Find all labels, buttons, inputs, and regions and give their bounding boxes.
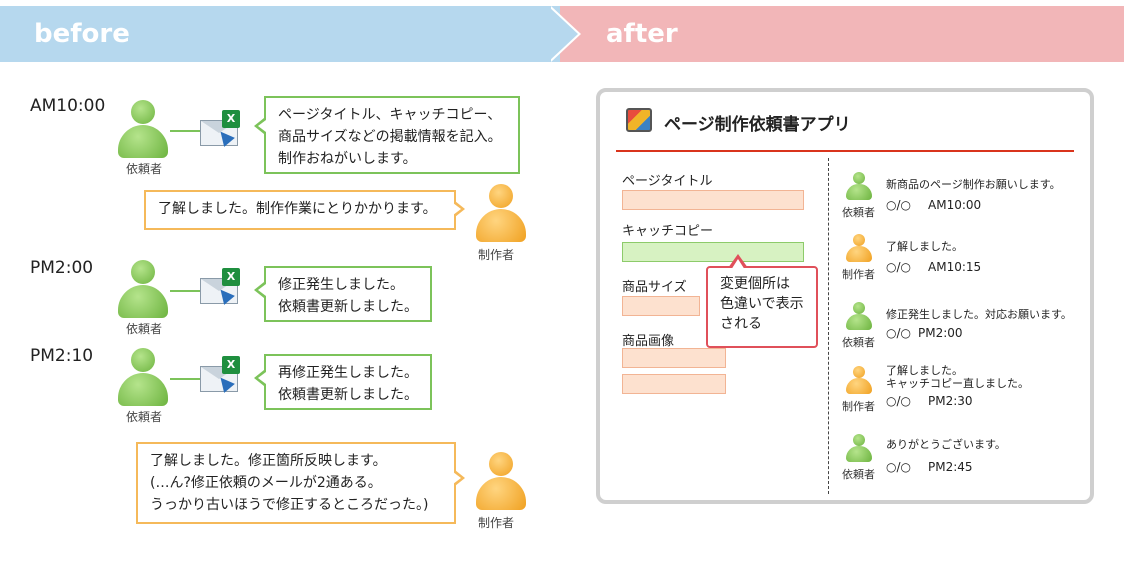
field-label-catch-copy: キャッチコピー (622, 224, 714, 239)
creator-label: 制作者 (478, 516, 515, 530)
final-reply-bubble: 了解しました。修正箇所反映します。 (…ん?修正依頼のメールが2通ある。 うっか… (136, 442, 456, 524)
reply-bubble: 了解しました。制作作業にとりかかります。 (144, 190, 456, 230)
message-time: PM2:45 (928, 460, 973, 474)
bubble-tail-inner (258, 120, 266, 132)
requester-label: 依頼者 (126, 410, 163, 424)
connector-line (170, 130, 200, 132)
app-title: ページ制作依頼書アプリ (664, 115, 851, 135)
bubble-line: 依頼書更新しました。 (278, 387, 418, 403)
field-label-page-title: ページタイトル (622, 174, 713, 189)
message-time: PM2:00 (918, 326, 963, 340)
time-label: PM2:00 (30, 258, 94, 278)
note-tail-inner (731, 259, 745, 270)
bubble-tail-inner (453, 472, 461, 484)
before-label: before (34, 19, 130, 49)
requester-label: 依頼者 (126, 162, 163, 176)
excel-mail-icon: X (200, 356, 246, 393)
bubble-line: 依頼書更新しました。 (278, 299, 418, 315)
message-role: 依頼者 (842, 468, 875, 481)
change-note: 変更個所は 色違いで表示 される (706, 266, 818, 348)
re-revision-bubble: 再修正発生しました。 依頼書更新しました。 (264, 354, 432, 410)
product-image-field-2[interactable] (622, 374, 726, 394)
bubble-tail-inner (453, 203, 461, 215)
connector-line (170, 378, 200, 380)
bubble-line: 再修正発生しました。 (278, 365, 418, 381)
creator-icon (476, 184, 526, 244)
requester-icon (846, 434, 872, 464)
field-label-product-size: 商品サイズ (622, 280, 687, 295)
requester-icon (118, 100, 168, 160)
message-role: 制作者 (842, 268, 875, 281)
message-date: ○/○ (886, 198, 911, 212)
note-line: 色違いで表示 (720, 296, 804, 312)
bubble-line: 制作おねがいします。 (278, 151, 417, 167)
banner-arrow (548, 6, 578, 62)
message-text: キャッチコピー直しました。 (886, 377, 1029, 390)
creator-icon (846, 234, 872, 264)
before-banner: before (0, 6, 570, 62)
product-image-field-1[interactable] (622, 348, 726, 368)
app-icon (626, 108, 652, 132)
bubble-line: 商品サイズなどの掲載情報を記入。 (278, 129, 502, 145)
requester-label: 依頼者 (126, 322, 163, 336)
bubble-line: うっかり古いほうで修正するところだった。) (150, 497, 429, 513)
message-role: 制作者 (842, 400, 875, 413)
note-line: される (720, 316, 762, 332)
bubble-line: (…ん?修正依頼のメールが2通ある。 (150, 475, 382, 491)
after-label: after (606, 19, 678, 49)
bubble-tail-inner (258, 284, 266, 296)
bubble-line: 修正発生しました。 (278, 277, 404, 293)
revision-bubble: 修正発生しました。 依頼書更新しました。 (264, 266, 432, 322)
connector-line (170, 290, 200, 292)
time-label: AM10:00 (30, 96, 106, 116)
message-role: 依頼者 (842, 336, 875, 349)
note-line: 変更個所は (720, 276, 790, 292)
message-time: PM2:30 (928, 394, 973, 408)
bubble-tail-inner (258, 372, 266, 384)
message-text: 了解しました。 (886, 364, 963, 377)
excel-mail-icon: X (200, 268, 246, 305)
message-date: ○/○ (886, 326, 911, 340)
bubble-line: 了解しました。制作作業にとりかかります。 (158, 201, 437, 217)
bubble-line: ページタイトル、キャッチコピー、 (278, 107, 502, 123)
message-date: ○/○ (886, 460, 911, 474)
catch-copy-field[interactable] (622, 242, 804, 262)
message-time: AM10:15 (928, 260, 982, 274)
page-title-field[interactable] (622, 190, 804, 210)
message-text: ありがとうございます。 (886, 438, 1006, 451)
message-date: ○/○ (886, 260, 911, 274)
creator-icon (846, 366, 872, 396)
title-rule (616, 150, 1074, 152)
creator-icon (476, 452, 526, 512)
excel-mail-icon: X (200, 110, 246, 147)
message-text: 修正発生しました。対応お願います。 (886, 308, 1072, 321)
requester-icon (118, 260, 168, 320)
message-role: 依頼者 (842, 206, 875, 219)
time-label: PM2:10 (30, 346, 94, 366)
field-label-product-image: 商品画像 (622, 334, 675, 349)
message-time: AM10:00 (928, 198, 982, 212)
message-text: 了解しました。 (886, 240, 963, 253)
message-text: 新商品のページ制作お願いします。 (886, 178, 1061, 191)
requester-icon (118, 348, 168, 408)
panel-divider (828, 158, 829, 494)
requester-icon (846, 172, 872, 202)
requester-icon (846, 302, 872, 332)
bubble-line: 了解しました。修正箇所反映します。 (150, 453, 387, 469)
after-banner: after (560, 6, 1124, 62)
product-size-field[interactable] (622, 296, 700, 316)
request-bubble: ページタイトル、キャッチコピー、 商品サイズなどの掲載情報を記入。 制作おねがい… (264, 96, 520, 174)
creator-label: 制作者 (478, 248, 515, 262)
message-date: ○/○ (886, 394, 911, 408)
